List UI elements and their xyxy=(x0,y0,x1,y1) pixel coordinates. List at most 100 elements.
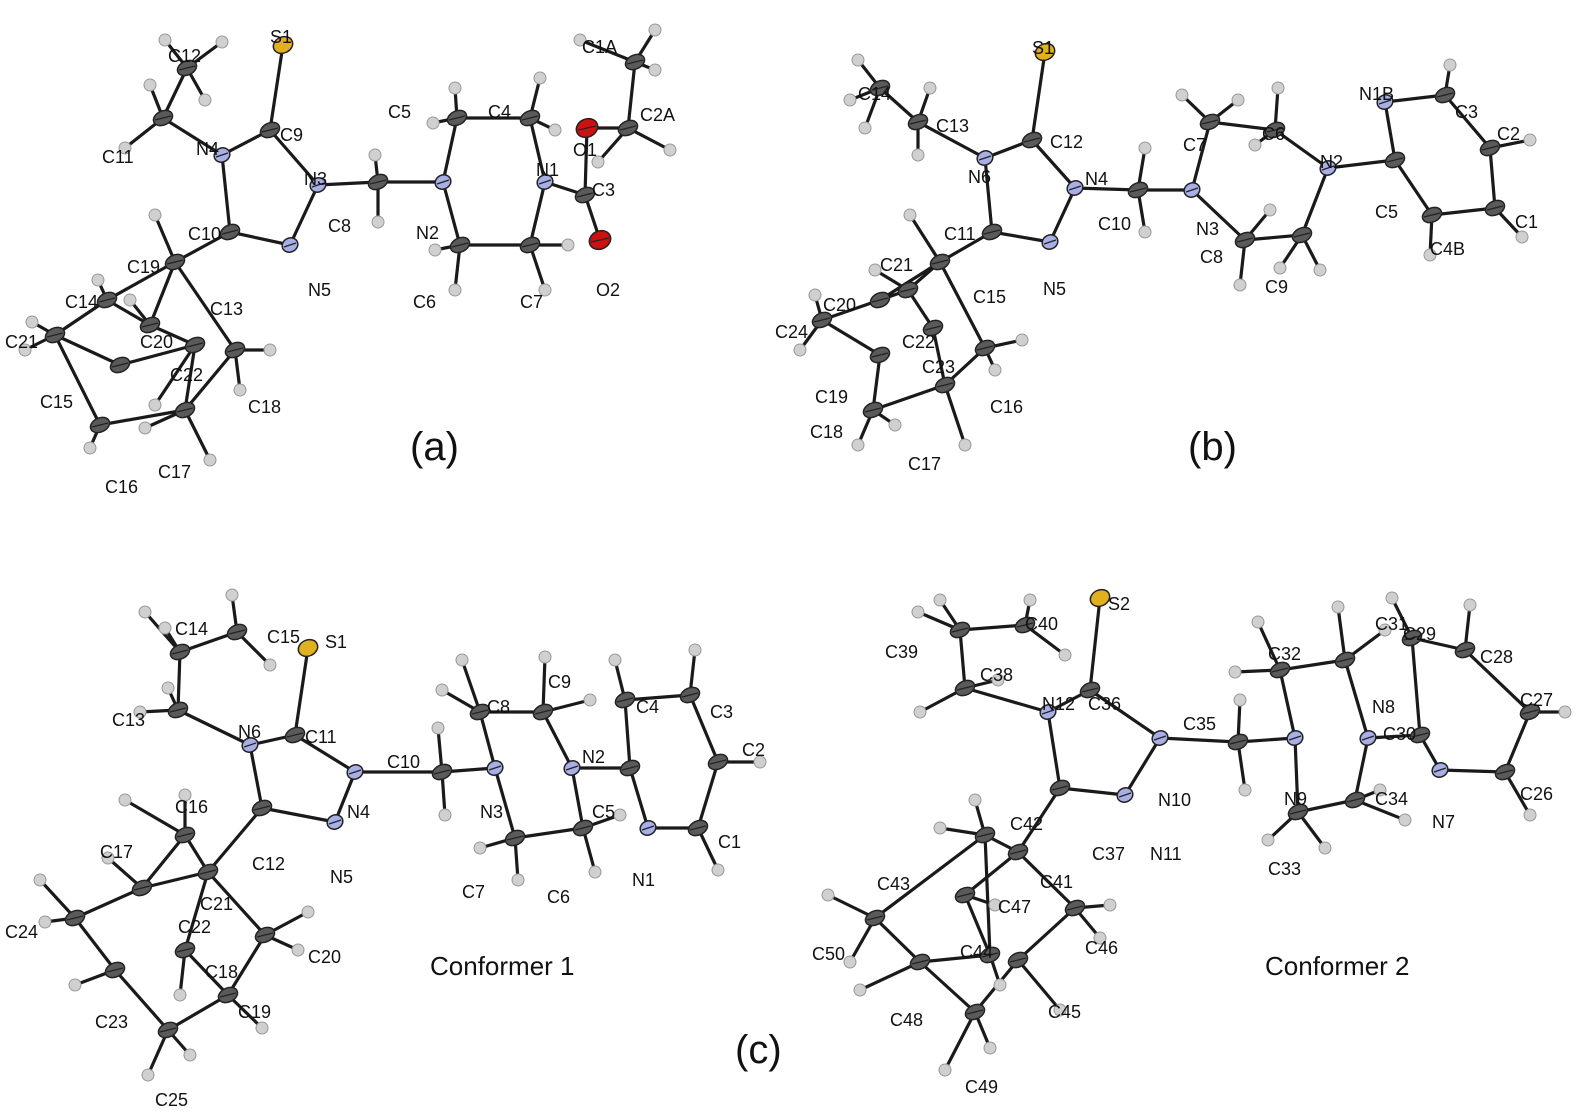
atom-label-c2-4: C29 xyxy=(1403,624,1436,644)
atom-label-a-6: C8 xyxy=(328,216,351,236)
hydrogen-atom xyxy=(148,208,162,222)
ellipsoid-octant-line xyxy=(931,259,949,265)
hydrogen-atom xyxy=(448,81,462,95)
atom-layer xyxy=(18,23,1572,1082)
hydrogen-atom xyxy=(83,441,97,455)
bond xyxy=(1190,188,1247,242)
hydrogen-atom xyxy=(291,943,305,957)
ellipsoid-octant-line xyxy=(199,869,217,875)
ellipsoid-octant-line xyxy=(619,125,637,131)
ellipsoid-octant-line xyxy=(911,959,929,965)
ellipsoid-octant-line xyxy=(1336,657,1354,663)
panel-label-a: (a) xyxy=(410,425,459,469)
atom-label-a-5: N3 xyxy=(304,169,327,189)
bond-layer xyxy=(23,28,1567,1077)
bond xyxy=(228,230,292,247)
hydrogen-atom xyxy=(473,841,487,855)
c-h-bond xyxy=(38,878,77,920)
atom-label-a-8: C4 xyxy=(488,102,511,122)
hydrogen-atom xyxy=(301,905,315,919)
c-h-bond xyxy=(1353,798,1407,822)
bond xyxy=(183,348,237,412)
bond xyxy=(820,318,882,357)
bond xyxy=(73,886,144,920)
bond xyxy=(333,770,357,824)
bond xyxy=(1278,658,1347,672)
atom-label-c1-13: N4 xyxy=(347,802,370,822)
bond xyxy=(628,766,650,830)
atom-label-c1-7: C13 xyxy=(112,710,145,730)
bond xyxy=(173,260,237,352)
ellipsoid-octant-line xyxy=(328,819,342,825)
atom-label-c1-24: C6 xyxy=(547,887,570,907)
hydrogen-atom xyxy=(1228,665,1242,679)
atom-label-b-2: C13 xyxy=(936,116,969,136)
atom-label-b-22: C20 xyxy=(823,295,856,315)
ellipsoid-octant-line xyxy=(471,709,489,715)
bond xyxy=(113,968,170,1032)
ellipsoid-octant-line xyxy=(1361,735,1375,741)
hydrogen-atom xyxy=(1233,278,1247,292)
atom-label-b-13: N2 xyxy=(1320,152,1343,172)
atom-label-c2-18: C26 xyxy=(1520,784,1553,804)
bond xyxy=(878,86,920,124)
atom-label-a-4: C9 xyxy=(280,125,303,145)
c-h-bond xyxy=(943,383,967,447)
ellipsoid-octant-line xyxy=(899,287,917,293)
ellipsoid-octant-line xyxy=(221,229,239,235)
hydrogen-atom xyxy=(1058,648,1072,662)
hydrogen-atom xyxy=(583,693,597,707)
c-h-bond xyxy=(183,408,212,462)
hydrogen-atom xyxy=(438,808,452,822)
ellipsoid-octant-line xyxy=(871,297,889,303)
atom-label-b-30: C17 xyxy=(908,454,941,474)
hydrogen-atom xyxy=(933,593,947,607)
hydrogen-atom xyxy=(711,863,725,877)
hydrogen-atom xyxy=(148,398,162,412)
hydrogen-atom xyxy=(548,123,562,137)
c-h-bond xyxy=(826,893,877,920)
atom-label-b-28: C16 xyxy=(990,397,1023,417)
c-h-bond xyxy=(153,343,197,407)
hydrogen-atom xyxy=(455,653,469,667)
hydrogen-atom xyxy=(1463,598,1477,612)
s-atom xyxy=(1034,42,1056,62)
ellipsoid-octant-line xyxy=(159,1027,177,1033)
hydrogen-atom xyxy=(91,273,105,287)
s-atom xyxy=(272,35,294,55)
ellipsoid-octant-line xyxy=(1288,735,1302,741)
hydrogen-atom xyxy=(143,78,157,92)
ellipsoid-octant-line xyxy=(871,352,889,358)
atom-label-c1-4: C9 xyxy=(548,672,571,692)
hydrogen-atom xyxy=(448,283,462,297)
atom-label-c2-15: N9 xyxy=(1284,789,1307,809)
ellipsoid-octant-line xyxy=(538,179,552,185)
ellipsoid-octant-line xyxy=(488,765,502,771)
bond xyxy=(176,708,252,747)
bond xyxy=(1030,138,1077,190)
atom-label-c1-14: N3 xyxy=(480,802,503,822)
hydrogen-atom xyxy=(1273,261,1287,275)
atom-label-a-14: C3 xyxy=(592,180,615,200)
bond xyxy=(873,916,922,964)
ellipsoid-octant-line xyxy=(866,915,884,921)
atom-label-a-26: C15 xyxy=(40,392,73,412)
ellipsoid-octant-line xyxy=(286,732,304,738)
ellipsoid-octant-line xyxy=(983,229,1001,235)
atom-label-c2-6: C39 xyxy=(885,642,918,662)
atom-label-c1-18: C17 xyxy=(100,842,133,862)
bond xyxy=(688,693,720,764)
hydrogen-atom xyxy=(591,155,605,169)
hydrogen-atom xyxy=(141,1068,155,1082)
bond xyxy=(248,743,264,810)
atom-label-a-21: C14 xyxy=(65,292,98,312)
c-h-bond xyxy=(908,213,942,264)
bond xyxy=(623,693,692,702)
hydrogen-atom xyxy=(923,81,937,95)
hydrogen-atom xyxy=(1053,1003,1067,1017)
bond xyxy=(206,870,267,937)
ellipsoid-octant-line xyxy=(1411,732,1429,738)
bond xyxy=(1353,736,1370,802)
